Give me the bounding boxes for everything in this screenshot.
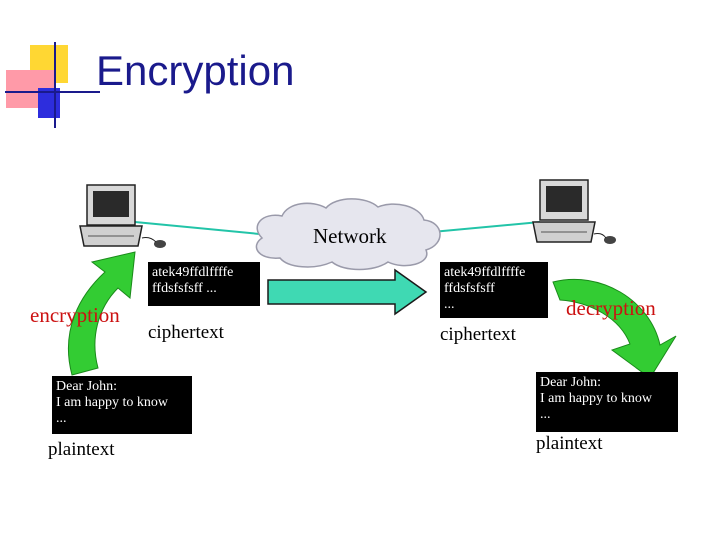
right-ciphertext-box: atek49ffdlffffe ffdsfsfsff ... <box>440 262 548 318</box>
right-plain-line: Dear John: <box>540 375 602 390</box>
right-cipher-line: atek49ffdlffffe <box>444 265 526 280</box>
decryption-label: decryption <box>566 296 656 320</box>
right-plain-line: ... <box>540 407 551 423</box>
encryption-arrow <box>67 251 136 376</box>
right-network-line <box>431 221 541 233</box>
left-plaintext-box: Dear John: I am happy to know ... <box>52 376 192 434</box>
left-computer-icon <box>79 184 166 248</box>
right-plaintext-box: Dear John: I am happy to know ... <box>536 372 678 432</box>
encryption-label: encryption <box>30 303 120 327</box>
right-ciphertext-label: ciphertext <box>440 324 516 345</box>
right-cipher-line: ffdsfsfsff <box>444 281 495 297</box>
left-ciphertext-box: atek49ffdlffffe ffdsfsfsff ... <box>148 262 260 306</box>
slide-title: Encryption <box>96 47 295 94</box>
right-plain-line: I am happy to know <box>540 391 652 407</box>
left-network-line <box>134 221 271 236</box>
right-plaintext-label: plaintext <box>536 433 603 454</box>
network-cloud <box>255 198 441 271</box>
transmission-arrow <box>267 268 428 316</box>
right-cipher-line: ... <box>444 297 455 313</box>
network-label: Network <box>313 224 387 248</box>
left-plaintext-label: plaintext <box>48 439 115 460</box>
left-plain-line: Dear John: <box>56 379 118 394</box>
left-ciphertext-label: ciphertext <box>148 322 224 343</box>
right-computer-icon <box>532 179 616 244</box>
left-plain-line: I am happy to know <box>56 395 168 411</box>
left-cipher-line: atek49ffdlffffe <box>152 265 234 280</box>
left-plain-line: ... <box>56 411 67 427</box>
title-decoration <box>5 42 100 128</box>
decryption-arrow <box>552 278 677 379</box>
left-cipher-line: ffdsfsfsff ... <box>152 281 217 297</box>
